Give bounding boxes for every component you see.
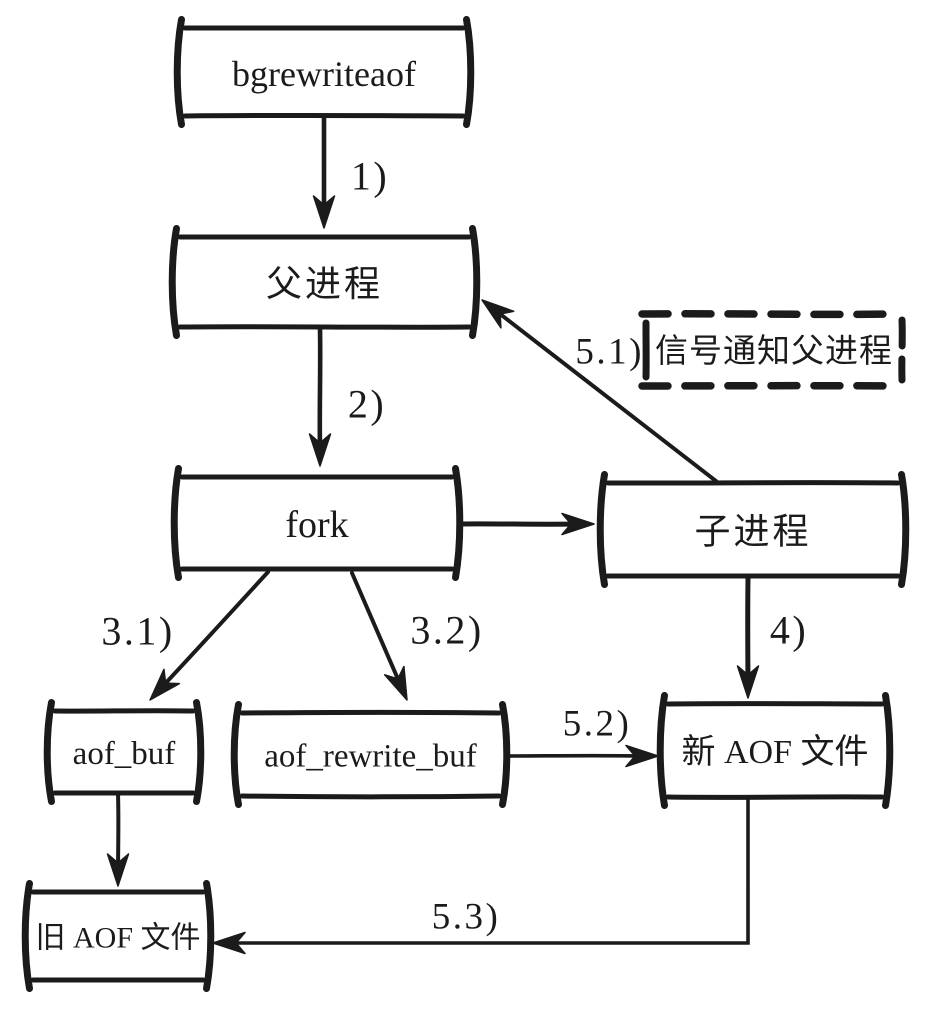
box-aof-buf-left — [43, 699, 55, 805]
box-signal-note-top — [638, 310, 900, 319]
box-bgrewriteaof-right — [463, 16, 475, 128]
arrow-1-head — [312, 195, 336, 229]
box-child-process-left — [596, 471, 608, 588]
arrow-fork-to-child-head — [561, 512, 595, 536]
box-new-aof-file-left — [656, 692, 668, 809]
edge-label-4: 4) — [770, 608, 808, 653]
edge-label-2: 2) — [348, 382, 386, 427]
arrow-3-1-line — [158, 570, 270, 691]
arrow-3-2-head — [383, 665, 408, 701]
node-new-aof-file-label: 新 AOF 文件 — [681, 733, 868, 771]
box-old-aof-file-right — [203, 880, 215, 992]
edge-label-3-1: 3.1) — [101, 609, 174, 654]
edge-label-5-2: 5.2) — [563, 704, 632, 745]
node-aof-rewrite-buf-label: aof_rewrite_buf — [264, 739, 477, 775]
edge-label-3-2: 3.2) — [410, 608, 483, 653]
box-old-aof-file-left — [21, 880, 33, 992]
edge-label-1: 1) — [351, 154, 389, 199]
node-signal-note-label: 信号通知父进程 — [655, 333, 893, 370]
box-fork-left — [170, 465, 182, 581]
box-aof-rewrite-buf-left — [230, 701, 242, 808]
box-new-aof-file-right — [882, 692, 894, 809]
node-fork-label: fork — [285, 504, 348, 546]
arrow-4-head — [736, 665, 760, 699]
arrow-5-1-line — [492, 307, 718, 483]
node-aof-buf-label: aof_buf — [73, 736, 176, 772]
box-new-aof-file-bottom — [665, 794, 885, 800]
arrow-5-2-head — [625, 744, 659, 768]
arrow-5-3-line — [227, 797, 750, 945]
box-bgrewriteaof-left — [173, 16, 185, 128]
arrow-3-2-line — [350, 571, 403, 688]
arrow-aof-buf-to-old-head — [106, 853, 130, 887]
box-parent-process-right — [469, 225, 481, 339]
edge-label-5-1: 5.1) — [575, 332, 644, 373]
box-bgrewriteaof-bottom — [182, 112, 466, 119]
box-parent-process-bottom — [177, 324, 472, 330]
box-aof-rewrite-buf-bottom — [239, 793, 502, 800]
arrow-2-head — [308, 433, 332, 467]
node-parent-process-label: 父进程 — [266, 264, 383, 304]
box-aof-buf-right — [193, 699, 205, 805]
node-bgrewriteaof-label: bgrewriteaof — [232, 54, 416, 94]
box-parent-process-left — [168, 225, 180, 339]
arrow-5-1-head — [481, 299, 515, 329]
node-old-aof-file-label: 旧 AOF 文件 — [35, 922, 200, 955]
edge-label-5-3: 5.3) — [432, 897, 501, 938]
arrow-5-3-head — [212, 931, 246, 955]
node-child-process-label: 子进程 — [694, 512, 811, 552]
box-aof-rewrite-buf-top — [239, 709, 502, 716]
box-child-process-right — [898, 471, 910, 588]
arrow-3-1-head — [149, 668, 181, 701]
